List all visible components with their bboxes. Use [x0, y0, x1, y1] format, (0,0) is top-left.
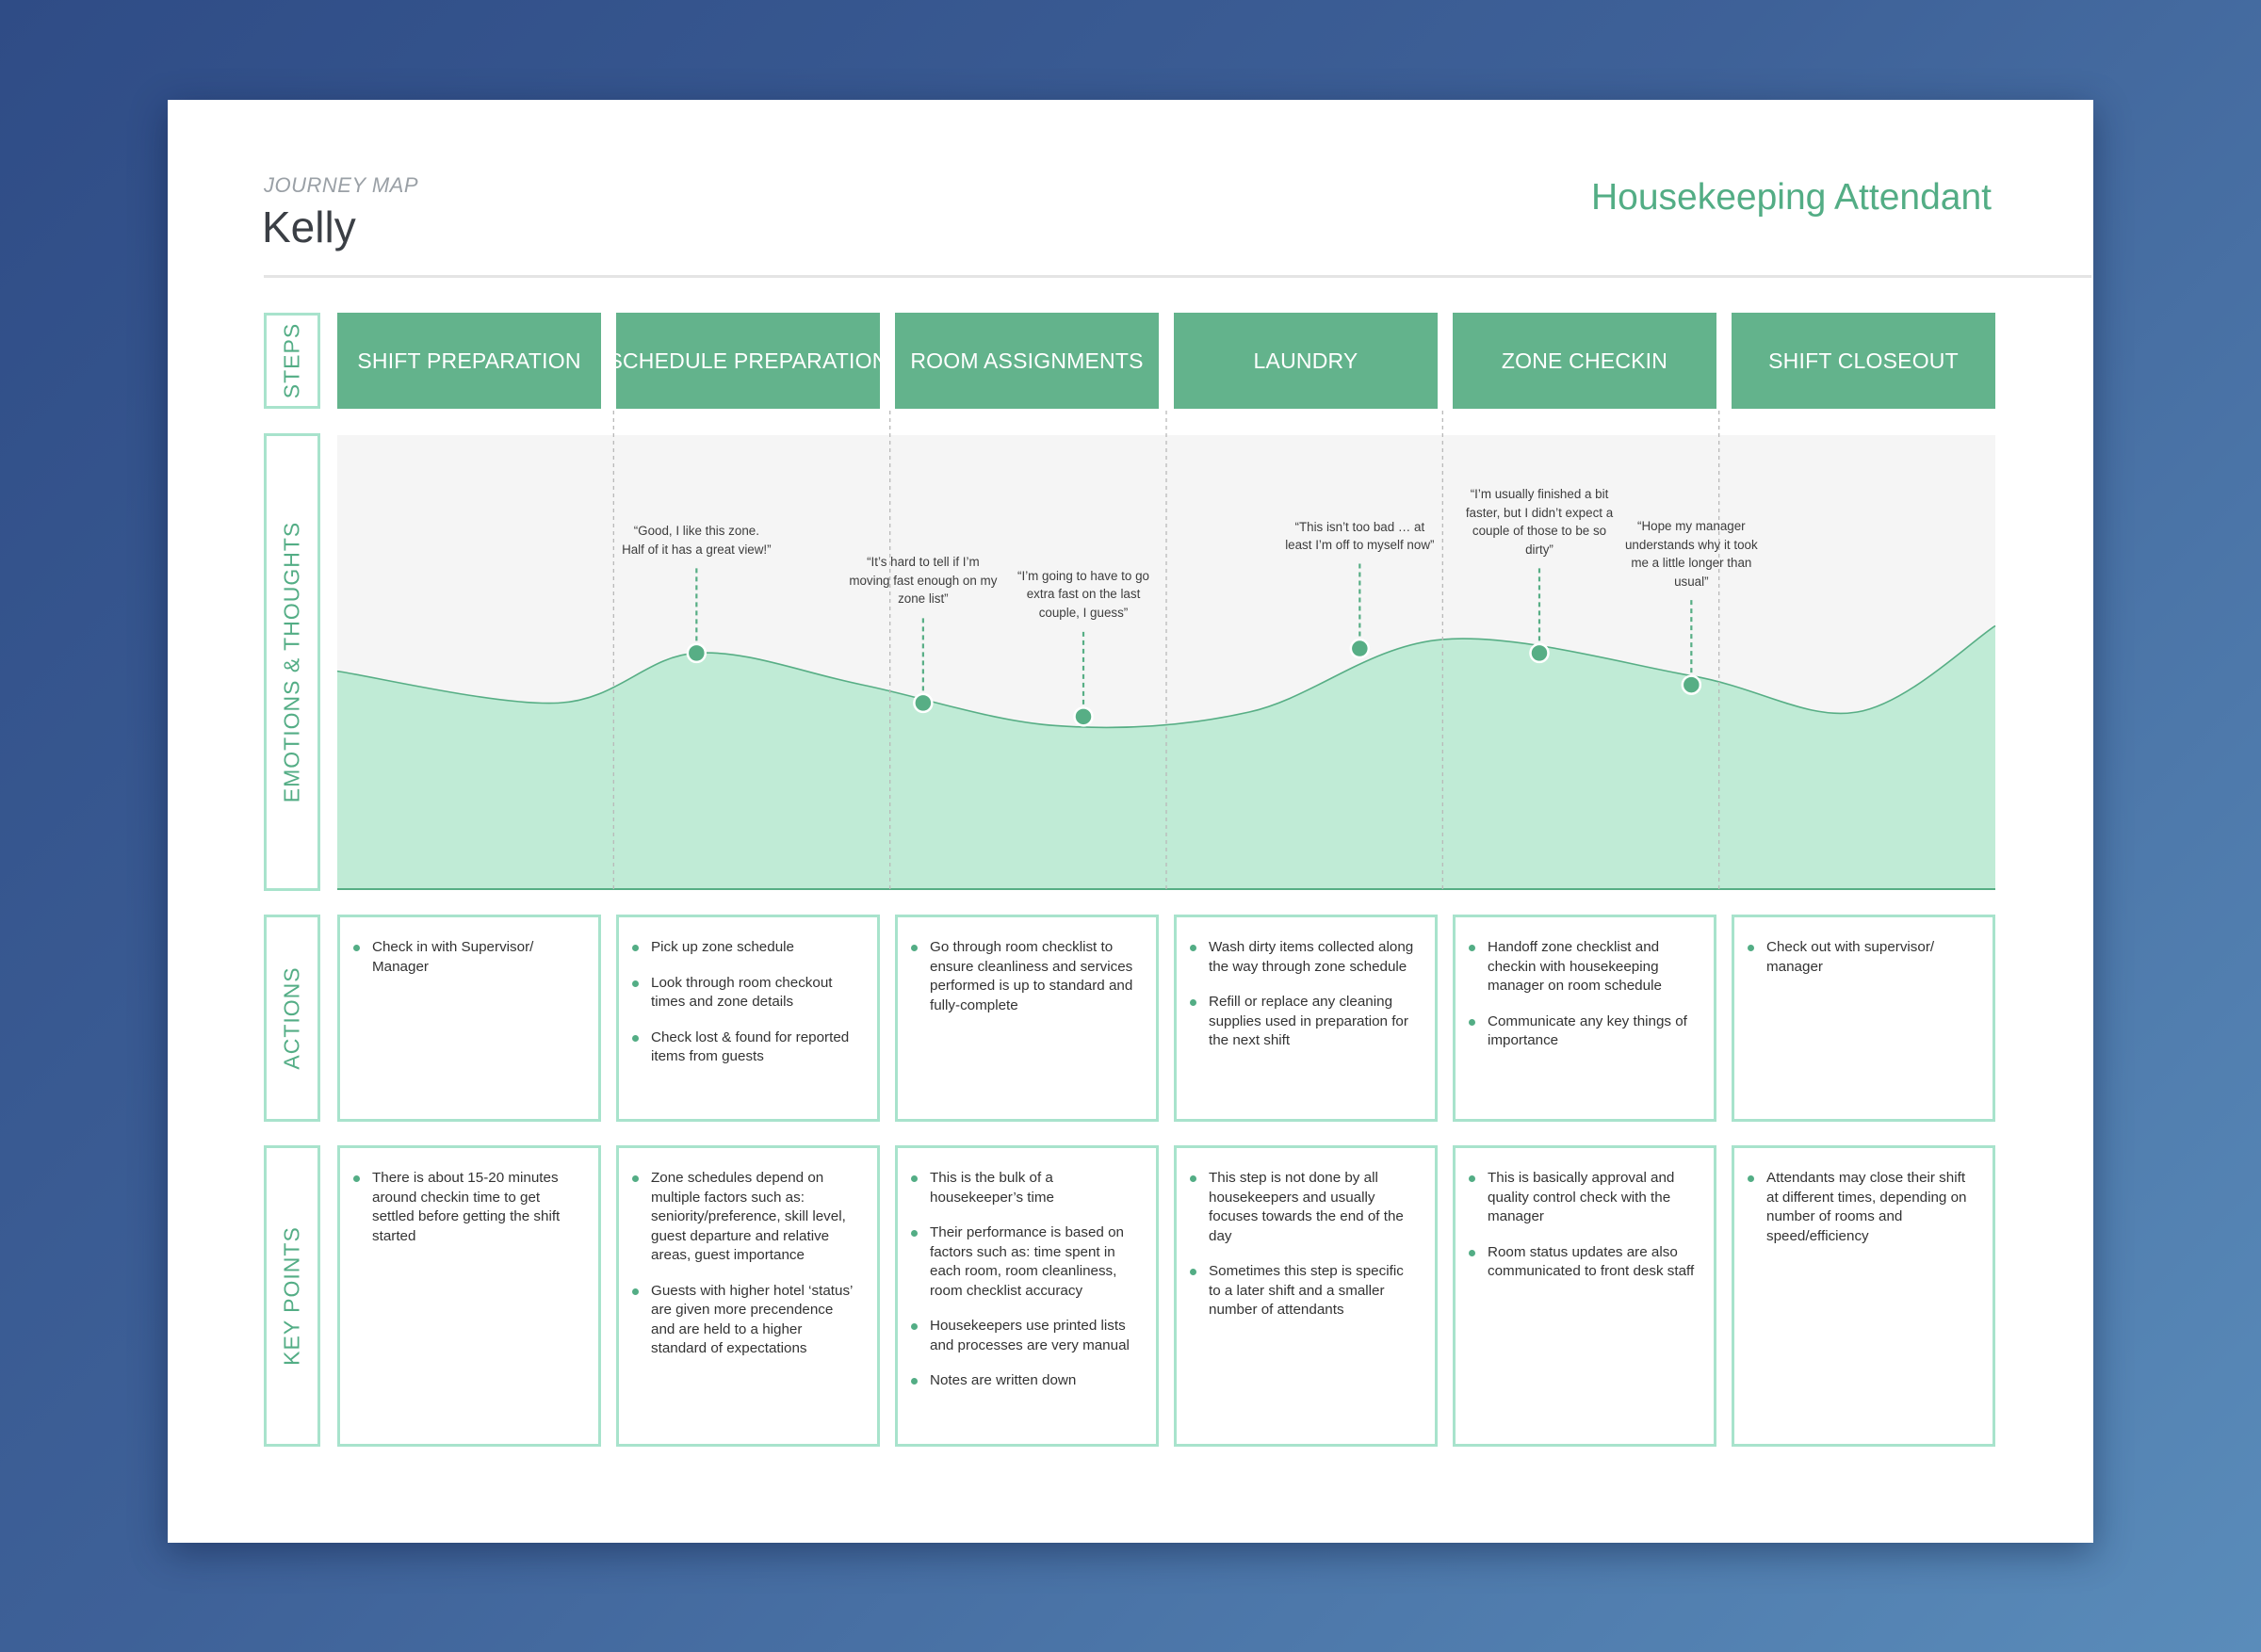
actions-laundry: Wash dirty items collected along the way…	[1174, 915, 1438, 1122]
key-points-laundry: This step is not done by all housekeeper…	[1174, 1145, 1438, 1447]
emotion-line	[336, 624, 1996, 729]
action-item: Check in with Supervisor/ Manager	[353, 938, 581, 977]
key-point-item: Notes are written down	[911, 1371, 1139, 1391]
key-points-room-assignments: This is the bulk of a housekeeper’s time…	[895, 1145, 1159, 1447]
action-item: Check lost & found for reported items fr…	[632, 1028, 860, 1067]
key-point-item: Guests with higher hotel ‘status’ are gi…	[632, 1282, 860, 1359]
thought-quote: “Hope my manager understands why it took…	[1624, 519, 1758, 589]
action-item: Go through room checklist to ensure clea…	[911, 938, 1139, 1015]
step-laundry: LAUNDRY	[1174, 313, 1438, 409]
emotion-chart	[336, 411, 1996, 890]
step-shift-closeout: SHIFT CLOSEOUT	[1732, 313, 1995, 409]
map-kicker: JOURNEY MAP	[264, 173, 419, 197]
key-point-item: Their performance is based on factors su…	[911, 1223, 1139, 1301]
key-point-item: Sometimes this step is specific to a lat…	[1190, 1262, 1418, 1320]
header-divider	[264, 275, 2091, 278]
actions-room-assignments: Go through room checklist to ensure clea…	[895, 915, 1159, 1122]
persona-role: Housekeeping Attendant	[1590, 177, 1992, 218]
actions-schedule-preparation: Pick up zone schedule Look through room …	[616, 915, 880, 1122]
key-points-schedule-preparation: Zone schedules depend on multiple factor…	[616, 1145, 880, 1447]
journey-map-card: JOURNEY MAP Kelly Housekeeping Attendant…	[168, 100, 2093, 1543]
thought-marker	[1529, 642, 1550, 664]
key-point-item: Room status updates are also communicate…	[1469, 1243, 1697, 1282]
thought-marker	[1681, 674, 1702, 695]
actions-shift-closeout: Check out with supervisor/ manager	[1732, 915, 1995, 1122]
step-room-assignments: ROOM ASSIGNMENTS	[895, 313, 1159, 409]
thought-quote: “It’s hard to tell if I’m moving fast en…	[849, 555, 998, 607]
actions-shift-preparation: Check in with Supervisor/ Manager	[337, 915, 601, 1122]
step-zone-checkin: ZONE CHECKIN	[1453, 313, 1716, 409]
action-item: Look through room checkout times and zon…	[632, 974, 860, 1012]
thought-quote: “Good, I like this zone. Half of it has …	[622, 524, 772, 557]
thought-marker	[686, 642, 708, 664]
persona-name: Kelly	[262, 202, 356, 251]
key-points-shift-preparation: There is about 15-20 minutes around chec…	[337, 1145, 601, 1447]
row-label-emotions: EMOTIONS & THOUGHTS	[264, 433, 320, 891]
thought-quote: “I’m usually finished a bit faster, but …	[1465, 487, 1614, 557]
actions-zone-checkin: Handoff zone checklist and checkin with …	[1453, 915, 1716, 1122]
thought-marker	[1349, 638, 1371, 659]
row-label-key-points: KEY POINTS	[264, 1145, 320, 1447]
action-item: Check out with supervisor/ manager	[1748, 938, 1976, 977]
key-point-item: Housekeepers use printed lists and proce…	[911, 1317, 1139, 1355]
action-item: Communicate any key things of importance	[1469, 1012, 1697, 1051]
key-point-item: This step is not done by all housekeeper…	[1190, 1169, 1418, 1246]
step-shift-preparation: SHIFT PREPARATION	[337, 313, 601, 409]
thought-marker	[1073, 706, 1094, 727]
action-item: Handoff zone checklist and checkin with …	[1469, 938, 1697, 996]
key-point-item: There is about 15-20 minutes around chec…	[353, 1169, 581, 1246]
action-item: Pick up zone schedule	[632, 938, 860, 958]
row-label-steps: STEPS	[264, 313, 320, 409]
key-point-item: Attendants may close their shift at diff…	[1748, 1169, 1976, 1246]
action-item: Refill or replace any cleaning supplies …	[1190, 993, 1418, 1051]
thought-quote: “I’m going to have to go extra fast on t…	[1017, 568, 1149, 620]
thought-marker	[913, 692, 934, 714]
key-point-item: Zone schedules depend on multiple factor…	[632, 1169, 860, 1266]
step-schedule-preparation: SCHEDULE PREPARATION	[608, 313, 887, 409]
row-label-actions: ACTIONS	[264, 915, 320, 1122]
action-item: Wash dirty items collected along the way…	[1190, 938, 1418, 977]
key-point-item: This is the bulk of a housekeeper’s time	[911, 1169, 1139, 1207]
key-points-zone-checkin: This is basically approval and quality c…	[1453, 1145, 1716, 1447]
key-points-shift-closeout: Attendants may close their shift at diff…	[1732, 1145, 1995, 1447]
key-point-item: This is basically approval and quality c…	[1469, 1169, 1697, 1227]
thought-quote: “This isn’t too bad … at least I’m off t…	[1285, 519, 1435, 553]
